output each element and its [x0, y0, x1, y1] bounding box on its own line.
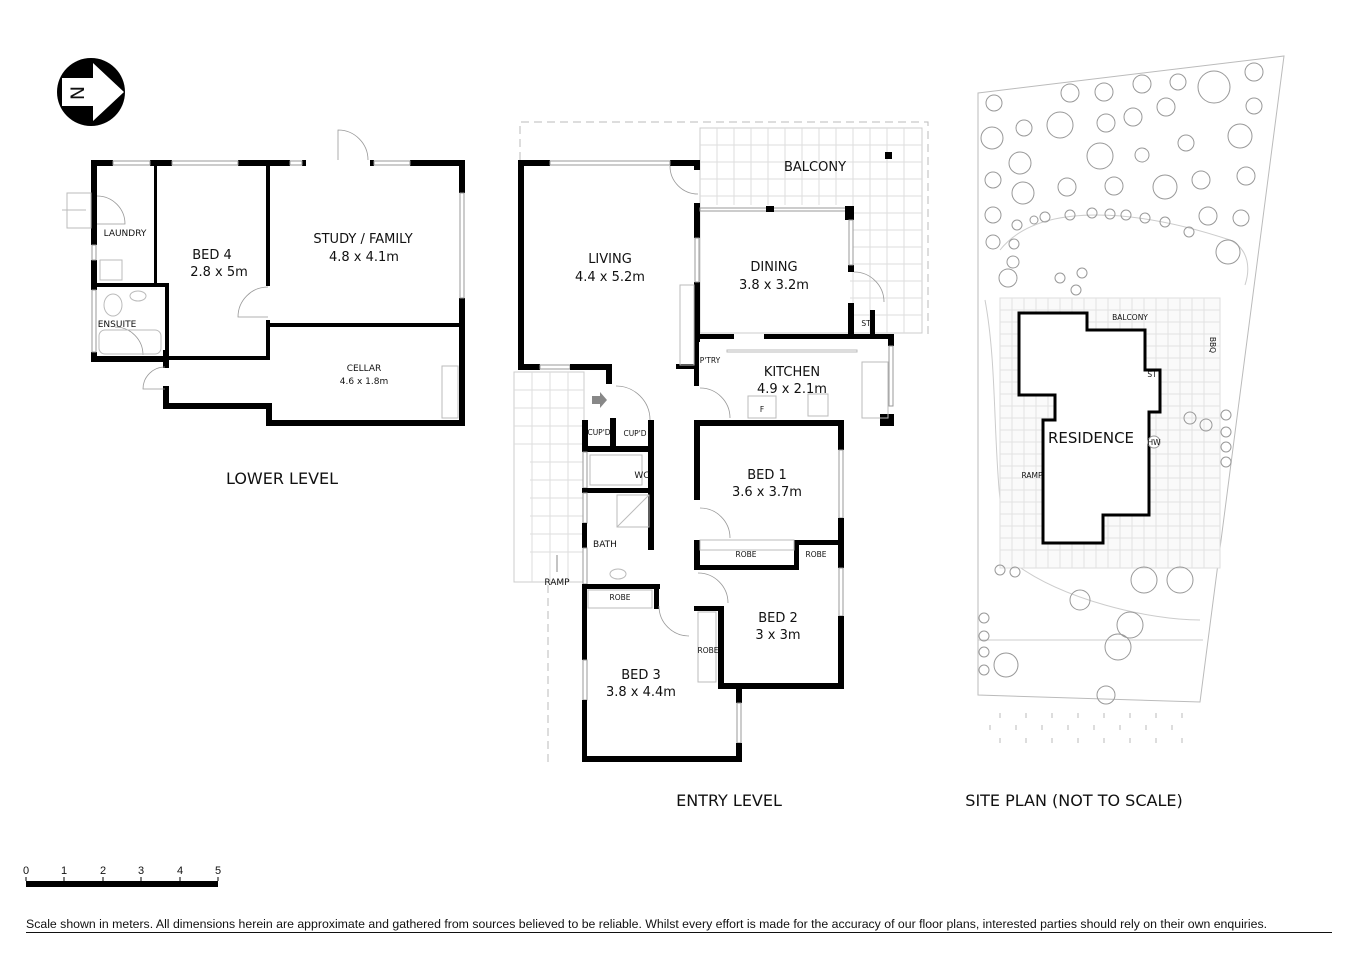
tree-icons — [978, 62, 1264, 705]
label-ramp: RAMP — [544, 578, 570, 588]
lawn-marks — [989, 713, 1183, 743]
north-arrow-icon: N — [57, 58, 125, 126]
site-label-residence: RESIDENCE — [1048, 429, 1134, 447]
site-plan-title: SITE PLAN (NOT TO SCALE) — [965, 791, 1182, 810]
scale-tick-3: 3 — [138, 865, 144, 877]
room-label-ensuite: ENSUITE — [98, 320, 137, 330]
room-label-dining: DINING — [750, 260, 797, 275]
label-robe-bed-3-top: ROBE — [610, 593, 631, 602]
label-cupboard-2: CUP'D — [623, 429, 646, 438]
site-plan: RESIDENCE BALCONY BBQ ST HW RAMP SITE PL… — [965, 55, 1285, 810]
level-title-lower: LOWER LEVEL — [226, 469, 338, 488]
scale-tick-2: 2 — [100, 865, 106, 877]
scale-tick-5: 5 — [215, 865, 221, 877]
room-label-study-family: STUDY / FAMILY — [313, 232, 412, 247]
room-label-living: LIVING — [588, 252, 632, 267]
label-robe-bed-1: ROBE — [736, 550, 757, 559]
site-label-balcony: BALCONY — [1112, 313, 1148, 322]
residence-outline — [1017, 311, 1162, 545]
room-label-balcony: BALCONY — [784, 160, 846, 175]
room-label-wc: WC — [634, 471, 649, 481]
room-dims-bed-3: 3.8 x 4.4m — [606, 685, 676, 700]
room-label-bed-1: BED 1 — [747, 468, 787, 483]
lower-level-plan: LAUNDRY ENSUITE BED 4 2.8 x 5m STUDY / F… — [62, 129, 465, 488]
room-dims-dining: 3.8 x 3.2m — [739, 278, 809, 293]
entry-level-plan: LIVING 4.4 x 5.2m DINING 3.8 x 3.2m BALC… — [513, 121, 929, 810]
label-cupboard-1: CUP'D — [587, 428, 610, 437]
room-dims-study-family: 4.8 x 4.1m — [329, 250, 399, 265]
room-dims-bed-1: 3.6 x 3.7m — [732, 485, 802, 500]
room-label-laundry: LAUNDRY — [104, 229, 147, 239]
room-dims-living: 4.4 x 5.2m — [575, 270, 645, 285]
balcony-tiles — [699, 127, 923, 334]
room-label-bed-3: BED 3 — [621, 668, 661, 683]
site-label-bbq: BBQ — [1208, 337, 1217, 353]
disclaimer-text: Scale shown in meters. All dimensions he… — [26, 917, 1332, 933]
room-label-cellar: CELLAR — [347, 364, 382, 374]
compass-letter: N — [67, 86, 89, 100]
scale-bar: 0 1 2 3 4 5 — [23, 865, 221, 887]
room-label-bath: BATH — [593, 540, 617, 550]
label-st: ST — [861, 319, 871, 328]
site-label-hw: HW — [1147, 438, 1161, 447]
room-label-kitchen: KITCHEN — [764, 365, 820, 380]
label-robe-bed-2: ROBE — [806, 550, 827, 559]
room-dims-cellar: 4.6 x 1.8m — [340, 377, 388, 387]
entry-porch-tiles — [513, 371, 585, 583]
site-label-st: ST — [1147, 370, 1157, 379]
label-robe-bed-3-side: ROBE — [698, 646, 719, 655]
room-dims-bed-2: 3 x 3m — [755, 628, 800, 643]
room-label-bed-2: BED 2 — [758, 611, 798, 626]
label-pantry: P'TRY — [700, 356, 721, 365]
level-title-entry: ENTRY LEVEL — [676, 791, 782, 810]
room-dims-bed-4: 2.8 x 5m — [190, 265, 248, 280]
label-fridge: F — [760, 405, 764, 414]
room-dims-kitchen: 4.9 x 2.1m — [757, 382, 827, 397]
site-label-ramp: RAMP — [1021, 471, 1043, 480]
scale-tick-0: 0 — [23, 865, 29, 877]
room-label-bed-4: BED 4 — [192, 248, 232, 263]
scale-tick-1: 1 — [61, 865, 67, 877]
scale-tick-4: 4 — [177, 865, 183, 877]
